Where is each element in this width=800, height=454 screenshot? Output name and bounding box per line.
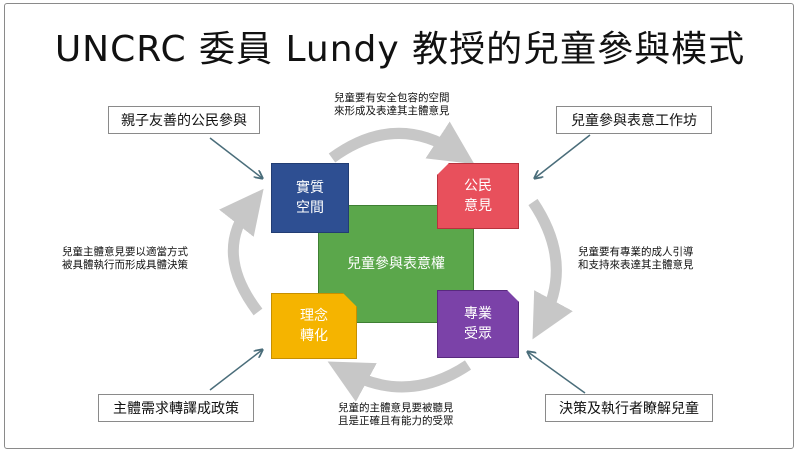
quadrant-space-label: 實質 空間 [296, 180, 324, 216]
pointer-arrow-bottom-left [209, 350, 262, 391]
cycle-arrow-top [328, 121, 475, 165]
quadrant-space: 實質 空間 [271, 163, 349, 233]
slide-title: UNCRC 委員 Lundy 教授的兒童參與模式 [54, 29, 746, 70]
pointer-arrow-top-right [535, 134, 591, 178]
outer-box-top-right: 兒童參與表意工作坊 [556, 106, 712, 134]
quadrant-audience: 專業 受眾 [437, 290, 519, 358]
note-bottom: 兒童的主體意見要被聽見 且是正確且有能力的受眾 [338, 402, 454, 427]
cycle-arrow-left [219, 188, 264, 316]
cycle-arrow-right [528, 198, 573, 340]
cycle-arrow-bottom [327, 360, 472, 402]
quadrant-influence-label: 理念 轉化 [300, 308, 328, 344]
note-top: 兒童要有安全包容的空間 來形成及表達其主體意見 [334, 92, 450, 117]
quadrant-voice-label: 公民 意見 [464, 178, 492, 214]
outer-box-top-left: 親子友善的公民參與 [108, 106, 260, 134]
pointer-arrow-bottom-right [528, 352, 586, 394]
outer-box-bottom-left: 主體需求轉譯成政策 [98, 394, 254, 422]
outer-box-bottom-right: 決策及執行者瞭解兒童 [545, 394, 713, 422]
quadrant-audience-label: 專業 受眾 [464, 306, 492, 342]
quadrant-voice: 公民 意見 [437, 163, 519, 229]
pointer-arrow-top-left [209, 137, 262, 178]
quadrant-influence: 理念 轉化 [271, 293, 357, 359]
center-label: 兒童參與表意權 [347, 256, 445, 272]
note-left: 兒童主體意見要以適當方式 被具體執行而形成具體決策 [62, 246, 188, 271]
note-right: 兒童要有專業的成人引導 和支持來表達其主體意見 [578, 246, 694, 271]
